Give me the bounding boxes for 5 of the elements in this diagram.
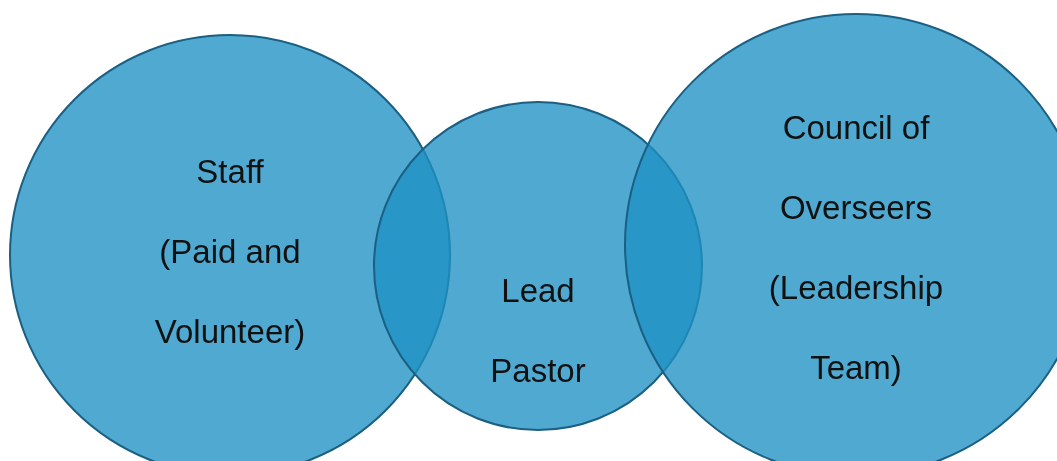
circle-label: Staff [195, 152, 265, 192]
circle-label: Lead Pastor [489, 271, 587, 391]
circle-label: Council of Overseers [778, 108, 934, 228]
circle-label: (Leadership Team) [767, 268, 945, 388]
circle-label: (Paid and Volunteer) [153, 232, 307, 352]
